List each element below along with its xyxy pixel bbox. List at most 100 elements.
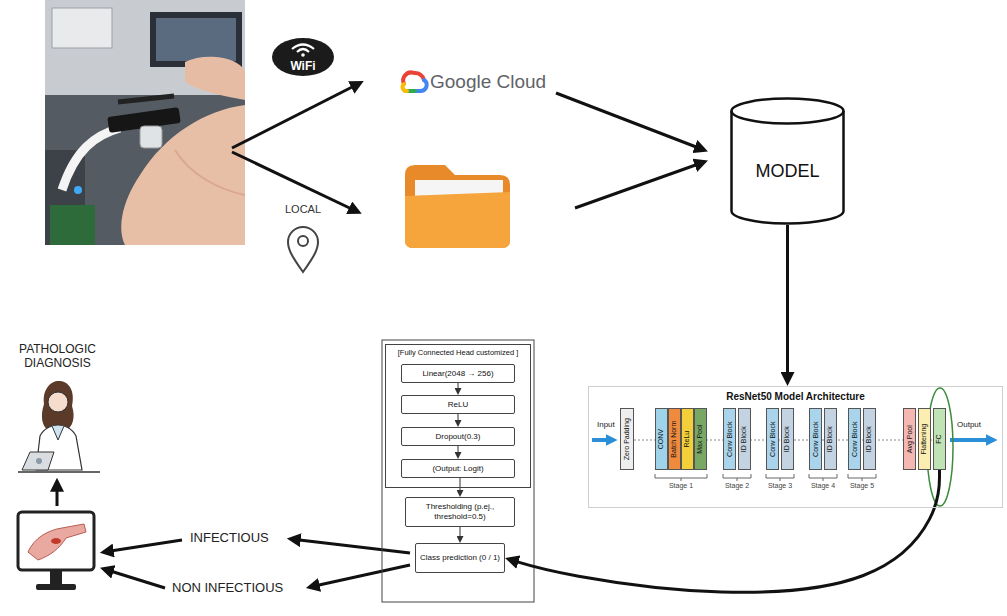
cylinder-rim: [732, 111, 844, 124]
folder-icon: [405, 165, 510, 248]
connector-arrow: [786, 225, 789, 382]
stage-bracket: [766, 474, 794, 481]
node-label: ID Block: [783, 426, 791, 452]
node-label: Conv Block: [725, 421, 733, 456]
place-label: LOCAL: [285, 203, 321, 216]
label-box: Google Cloud: [430, 71, 546, 94]
stage-bracket: [848, 474, 876, 481]
layer-block: ID Block: [824, 408, 837, 470]
node-label: ID Block: [740, 426, 748, 452]
flow-arrow: [556, 93, 704, 150]
node-label: Flattening: [920, 424, 928, 455]
process-box: Dropout(0.3): [401, 427, 515, 446]
label-box: INFECTIOUS: [190, 530, 269, 546]
doctor-collar: [52, 426, 64, 440]
photo-sensor-housing: [140, 126, 162, 148]
folder-front: [405, 192, 510, 248]
monitor-base: [36, 584, 76, 590]
logo-stroke: [403, 72, 424, 84]
input-arrow: [592, 438, 614, 442]
monitor-stand: [50, 571, 62, 585]
label-box: Output: [957, 420, 981, 430]
process-box: Thresholding (p.ej., threshold=0.5): [405, 497, 515, 527]
node-label: MODEL: [755, 161, 819, 183]
layer-block: ReLu: [681, 408, 694, 470]
node-label: WiFi: [290, 59, 315, 73]
label-box: LOCAL: [285, 203, 321, 216]
folder-back: [405, 165, 510, 248]
flow-arrow: [291, 539, 410, 553]
panel-title: [Fully Connected Head customized ]: [398, 348, 518, 357]
label-box: NON INFECTIOUS: [172, 580, 283, 596]
doctor-hair: [42, 381, 74, 430]
photo-led: [74, 186, 82, 194]
layer-block: Flattening: [918, 408, 931, 470]
process-box: (Output: Logit): [401, 459, 515, 478]
label-box: Stage 1: [661, 482, 701, 490]
process-box: Class prediction (0 / 1): [415, 543, 505, 573]
node-label: Thresholding (p.ej., threshold=0.5): [409, 502, 511, 521]
stage-brackets: [655, 474, 876, 481]
layer-block: Conv Block: [723, 408, 736, 470]
node-label: FC: [935, 434, 943, 443]
node-label: ID Block: [865, 426, 873, 452]
node-label: (Output: Logit): [432, 464, 483, 474]
process-box: Linear(2048 → 256): [401, 364, 515, 383]
class-label: NON INFECTIOUS: [172, 580, 283, 596]
stage-label: Stage 5: [842, 482, 882, 490]
flow-arrow: [104, 569, 165, 588]
stage-label: Stage 3: [760, 482, 800, 490]
head-frame: [382, 340, 534, 602]
head-panel: [Fully Connected Head customized ] Linear…: [385, 344, 531, 488]
photo-ground: [45, 0, 245, 245]
layer-block: Avg Pool: [903, 408, 916, 470]
layer-block: FC: [933, 408, 946, 470]
logo-stroke: [415, 80, 427, 91]
connector-arrow: [460, 478, 461, 495]
doctor-desk: [18, 471, 100, 473]
layer-block: Max Pool: [694, 408, 707, 470]
node-label: Conv Block: [850, 421, 858, 456]
layer-block: Zero Padding: [620, 408, 634, 470]
photo-desk: [45, 95, 245, 245]
node-label: Max Pool: [696, 424, 704, 453]
cylinder-body: [732, 99, 844, 224]
flow-arrow: [104, 540, 182, 552]
stage-label: Stage 2: [717, 482, 757, 490]
wifi-dot: [301, 53, 305, 57]
connector-arrow: [509, 470, 939, 592]
node-label: ReLU: [448, 400, 468, 410]
label-box: PATHOLOGIC DIAGNOSIS: [5, 342, 110, 371]
connector-arrow: [460, 527, 461, 541]
monitor-hand-image: [28, 524, 86, 560]
layer-block: Batch Norm: [668, 408, 681, 470]
photo-hand: [185, 57, 245, 100]
laptop-logo: [36, 458, 42, 464]
monitor-frame: [18, 512, 94, 570]
flow-arrow: [232, 83, 360, 148]
service-name: Google Cloud: [430, 71, 546, 94]
stage-bracket: [723, 474, 751, 481]
port-label: Output: [957, 420, 981, 430]
label-box: Input: [597, 420, 615, 430]
node-label: Batch Norm: [670, 421, 678, 458]
monitor-icon: [18, 512, 94, 590]
wifi-wave: [297, 49, 309, 52]
node-label: Linear(2048 → 256): [422, 369, 493, 379]
photo-circuit-board: [50, 205, 95, 245]
stage-label: Stage 1: [661, 482, 701, 490]
device-photo: [45, 0, 245, 245]
node-label: ReLu: [683, 431, 691, 448]
database-cylinder: MODEL: [730, 97, 845, 225]
flow-arrow: [575, 162, 704, 208]
node-label: Conv Block: [811, 421, 819, 456]
layer-block: ID Block: [738, 408, 751, 470]
node-label: Zero Padding: [623, 418, 631, 460]
cloud-logo: [403, 72, 427, 91]
panel-title: ResNet50 Model Architecture: [726, 391, 865, 403]
output-arrow: [950, 438, 994, 442]
label-box: Stage 5: [842, 482, 882, 490]
layer-block: ID Block: [863, 408, 876, 470]
layer-block: ID Block: [781, 408, 794, 470]
